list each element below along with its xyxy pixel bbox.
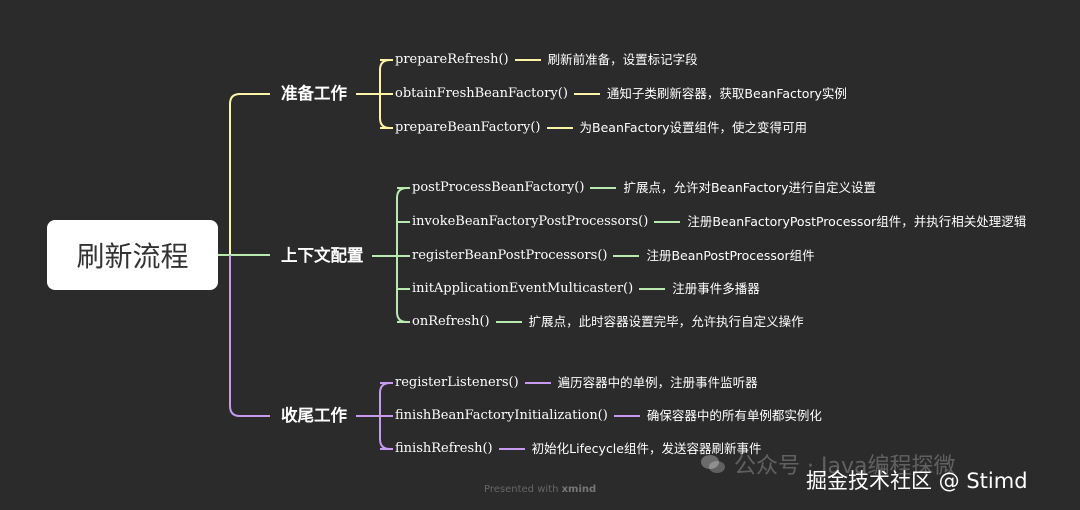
leaf-topic[interactable]: postProcessBeanFactory() 扩展点，允许对BeanFacto… — [412, 178, 876, 198]
root-label: 刷新流程 — [76, 240, 189, 273]
leaf-description: 遍历容器中的单例，注册事件监听器 — [557, 375, 758, 390]
leaf-function-name: finishBeanFactoryInitialization() — [395, 408, 608, 423]
leaf-connector — [546, 127, 573, 129]
leaf-description: 注册BeanFactoryPostProcessor组件，并执行相关处理逻辑 — [687, 214, 1027, 229]
footer-brand: xmind — [561, 484, 597, 495]
leaf-description: 通知子类刷新容器，获取BeanFactory实例 — [606, 86, 847, 101]
watermark-text: 公众号 · Java编程探微 — [734, 454, 956, 479]
leaf-description: 刷新前准备，设置标记字段 — [547, 52, 698, 67]
footer-prefix: Presented with — [484, 484, 559, 495]
leaf-topic[interactable]: finishRefresh() 初始化Lifecycle组件，发送容器刷新事件 — [395, 439, 761, 459]
leaf-function-name: invokeBeanFactoryPostProcessors() — [412, 214, 649, 229]
leaf-description: 为BeanFactory设置组件，使之变得可用 — [579, 120, 808, 135]
leaf-topic[interactable]: prepareRefresh() 刷新前准备，设置标记字段 — [395, 50, 698, 70]
leaf-topic[interactable]: invokeBeanFactoryPostProcessors() 注册BeanF… — [412, 212, 1026, 232]
leaf-connector — [498, 448, 525, 450]
leaf-connector — [495, 321, 522, 323]
leaf-function-name: registerBeanPostProcessors() — [412, 248, 608, 263]
wechat-watermark: 公众号 · Java编程探微 — [700, 448, 955, 480]
leaf-topic[interactable]: onRefresh() 扩展点，此时容器设置完毕，允许执行自定义操作 — [412, 312, 804, 332]
leaf-description: 确保容器中的所有单例都实例化 — [646, 408, 822, 423]
leaf-description: 注册BeanPostProcessor组件 — [646, 248, 815, 263]
leaf-topic[interactable]: prepareBeanFactory() 为BeanFactory设置组件，使之变… — [395, 118, 807, 138]
leaf-connector — [514, 59, 541, 61]
leaf-connector — [613, 255, 640, 257]
leaf-function-name: registerListeners() — [395, 375, 519, 390]
leaf-connector — [654, 221, 681, 223]
leaf-connector — [590, 187, 617, 189]
leaf-connector — [613, 415, 640, 417]
root-topic[interactable]: 刷新流程 — [47, 220, 218, 290]
root-to-branch-1 — [229, 93, 270, 255]
leaf-description: 初始化Lifecycle组件，发送容器刷新事件 — [531, 441, 762, 456]
leaf-function-name: postProcessBeanFactory() — [412, 180, 585, 195]
leaf-function-name: prepareRefresh() — [395, 52, 509, 67]
leaf-description: 扩展点，允许对BeanFactory进行自定义设置 — [623, 180, 876, 195]
leaf-function-name: initApplicationEventMulticaster() — [412, 281, 634, 296]
leaf-connector — [639, 288, 666, 290]
branch-topic-1[interactable]: 准备工作 — [281, 84, 347, 103]
root-to-branch-3 — [229, 255, 270, 417]
leaf-topic[interactable]: obtainFreshBeanFactory() 通知子类刷新容器，获取BeanF… — [395, 84, 847, 104]
credit-label: 掘金技术社区 @ Stimd — [806, 469, 1028, 493]
leaf-description: 注册事件多播器 — [672, 281, 760, 296]
presented-with-footer: Presented with xmind — [484, 484, 596, 495]
branch-topic-2[interactable]: 上下文配置 — [281, 246, 364, 265]
leaf-topic[interactable]: registerBeanPostProcessors() 注册BeanPostPr… — [412, 246, 815, 266]
leaf-topic[interactable]: finishBeanFactoryInitialization() 确保容器中的所… — [395, 406, 822, 426]
leaf-function-name: onRefresh() — [412, 314, 490, 329]
leaf-topic[interactable]: registerListeners() 遍历容器中的单例，注册事件监听器 — [395, 373, 758, 393]
leaf-function-name: prepareBeanFactory() — [395, 120, 541, 135]
branch-topic-3[interactable]: 收尾工作 — [281, 406, 347, 425]
leaf-function-name: obtainFreshBeanFactory() — [395, 86, 568, 101]
leaf-connector — [524, 382, 551, 384]
leaf-function-name: finishRefresh() — [395, 441, 493, 456]
leaf-description: 扩展点，此时容器设置完毕，允许执行自定义操作 — [528, 314, 804, 329]
leaf-topic[interactable]: initApplicationEventMulticaster() 注册事件多播器 — [412, 279, 760, 299]
leaf-connector — [573, 93, 600, 95]
wechat-icon — [701, 455, 725, 473]
